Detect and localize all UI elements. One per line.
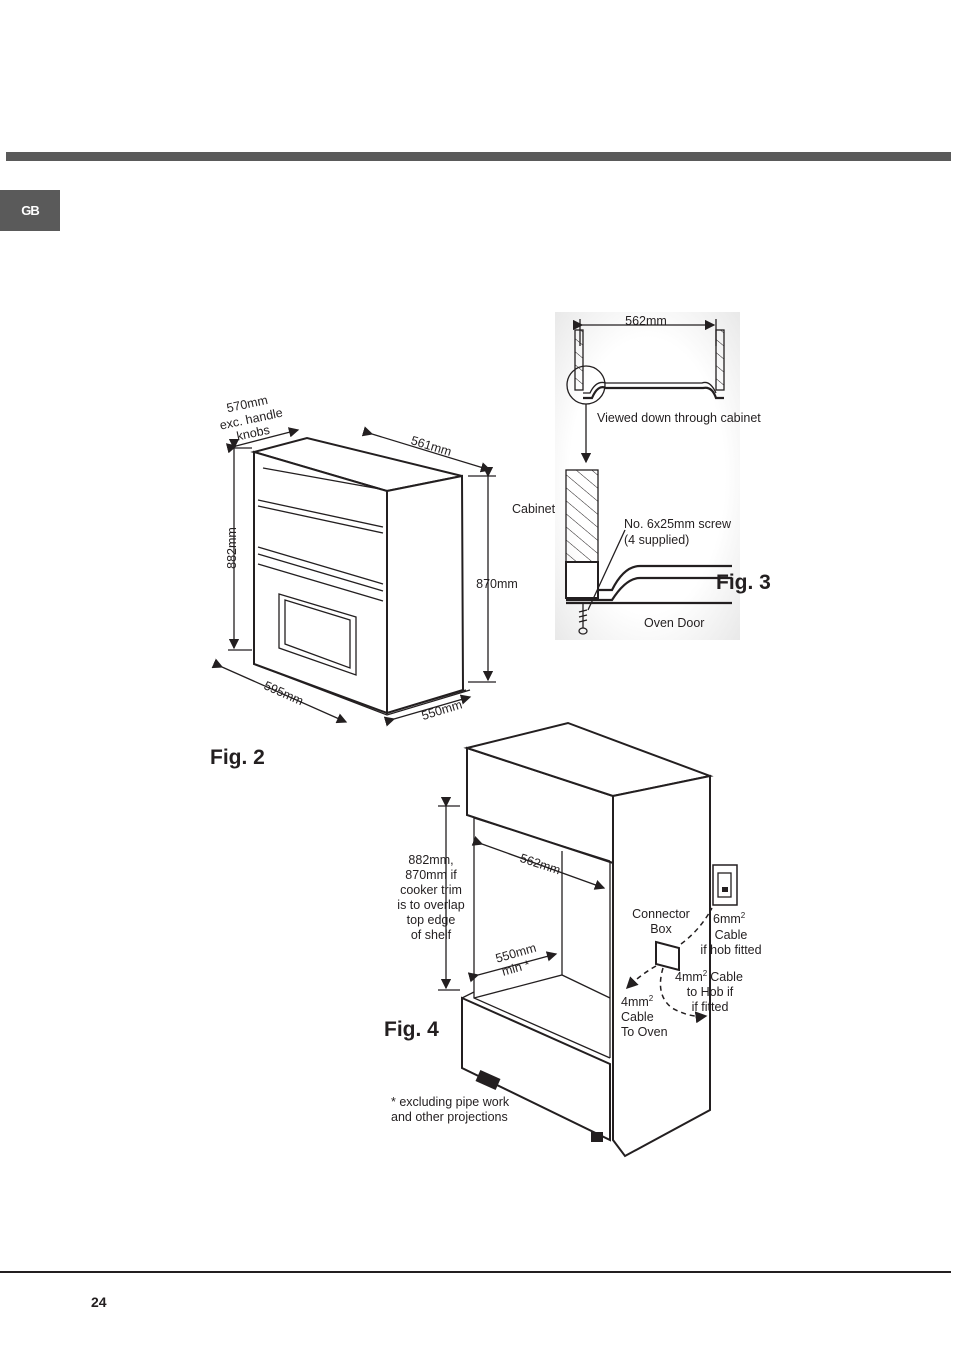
fig2-height-left: 882mm bbox=[225, 527, 239, 569]
fig2-height-right: 870mm bbox=[476, 577, 518, 591]
fig4-height-note-2: 870mm if bbox=[405, 868, 457, 882]
fig4-cable6-2: Cable bbox=[715, 928, 748, 942]
fig4-footnote-2: and other projections bbox=[391, 1110, 508, 1124]
fig4-width: 562mm bbox=[518, 851, 562, 877]
fig3-cabinet-label: Cabinet bbox=[512, 502, 556, 516]
fig4-cable4oven-1: 4mm2 bbox=[621, 994, 654, 1009]
fig2-depth-top: 561mm bbox=[409, 433, 453, 459]
fig4-cable4oven-3: To Oven bbox=[621, 1025, 668, 1039]
fig4-connector-1: Connector bbox=[632, 907, 690, 921]
fig3-door-label: Oven Door bbox=[644, 616, 704, 630]
fig4-cable4hob-3: if fitted bbox=[692, 1000, 729, 1014]
top-rule bbox=[6, 152, 951, 161]
fig4-height-note-3: cooker trim bbox=[400, 883, 462, 897]
fig3-cabinet-detail: 562mm Viewed down through cabinet Cabine… bbox=[512, 312, 771, 640]
fig4-height-note-4: is to overlap bbox=[397, 898, 464, 912]
fig2-oven-drawing bbox=[250, 436, 471, 716]
fig4-cable4oven-2: Cable bbox=[621, 1010, 654, 1024]
fig3-screw-note-1: No. 6x25mm screw bbox=[624, 517, 732, 531]
bottom-rule bbox=[0, 1271, 951, 1273]
fig4-caption: Fig. 4 bbox=[384, 1018, 439, 1041]
fig4-height-note-6: of shelf bbox=[411, 928, 452, 942]
language-tab: GB bbox=[0, 190, 60, 231]
fig3-view-note: Viewed down through cabinet bbox=[597, 411, 761, 425]
fig4-dimensions: 882mm, 870mm if cooker trim is to overla… bbox=[384, 796, 762, 1124]
fig4-height-note-5: top edge bbox=[407, 913, 456, 927]
fig4-housing-drawing bbox=[461, 721, 738, 1158]
fig3-screw-note-2: (4 supplied) bbox=[624, 533, 689, 547]
fig2-caption: Fig. 2 bbox=[210, 746, 265, 769]
fig2-width-bottom: 595mm bbox=[262, 678, 306, 708]
fig4-height-note-1: 882mm, bbox=[408, 853, 453, 867]
page-number: 24 bbox=[91, 1294, 107, 1310]
fig4-connector-2: Box bbox=[650, 922, 672, 936]
fig4-cable4hob-2: to Hob if bbox=[687, 985, 734, 999]
fig4-cable6-1: 6mm2 bbox=[713, 911, 746, 926]
fig4-cable6-3: if hob fitted bbox=[700, 943, 761, 957]
fig4-footnote-1: * excluding pipe work bbox=[391, 1095, 510, 1109]
fig3-caption: Fig. 3 bbox=[716, 571, 771, 594]
fig3-width: 562mm bbox=[625, 314, 667, 328]
fig2-width-note-3: knobs bbox=[235, 423, 271, 444]
